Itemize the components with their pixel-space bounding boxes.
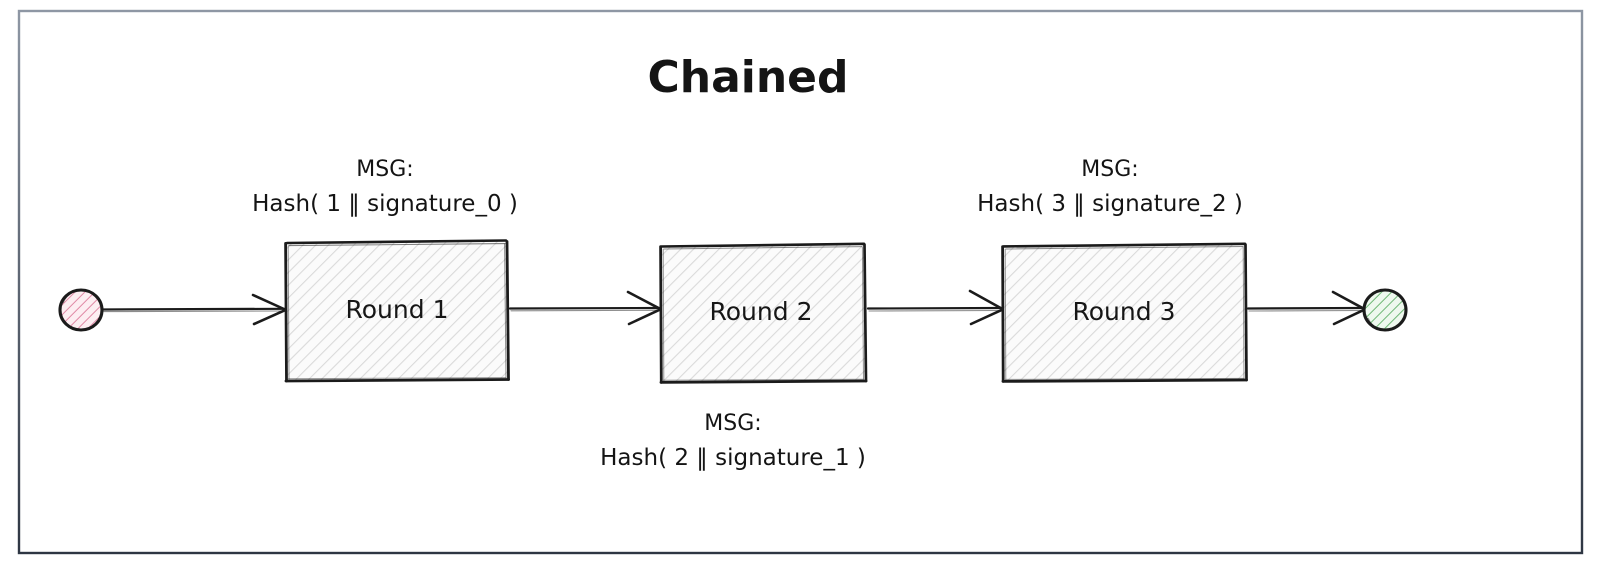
round-3-label: Round 3 xyxy=(1073,297,1176,326)
edge-round-2-to-round-3[interactable] xyxy=(866,289,1004,326)
start-node[interactable] xyxy=(58,288,104,332)
round-3-fill xyxy=(1003,244,1246,381)
start-node-fill xyxy=(60,290,102,330)
process-box-round-1[interactable]: Round 1 xyxy=(284,239,510,383)
start-node-sketch-stroke xyxy=(62,290,76,304)
edge-label-round-2: MSG: Hash( 2 ‖ signature_1 ) xyxy=(600,411,866,471)
round-2-label: Round 2 xyxy=(710,297,813,326)
edge-label-round-3: MSG: Hash( 3 ‖ signature_2 ) xyxy=(977,157,1243,217)
diagram-frame xyxy=(17,9,1584,555)
diagram-title-text: Chained xyxy=(647,52,848,103)
edge-round-1-to-round-2[interactable] xyxy=(508,290,662,326)
end-node-sketch-stroke xyxy=(1367,317,1379,330)
edge-label-round-1-line2: Hash( 1 ‖ signature_0 ) xyxy=(252,191,518,217)
process-box-round-2[interactable]: Round 2 xyxy=(659,242,868,384)
page-title: Chained xyxy=(647,52,848,103)
round-1-fill xyxy=(286,241,509,381)
round-3-border xyxy=(1001,242,1248,383)
round-1-label: Round 1 xyxy=(346,295,449,324)
edge-label-round-1-line1: MSG: xyxy=(356,157,413,182)
edge-label-round-3-line1: MSG: xyxy=(1081,157,1138,182)
round-2-border xyxy=(659,242,868,384)
edge-start-to-round-1[interactable] xyxy=(101,293,287,326)
end-node[interactable] xyxy=(1362,288,1408,332)
edge-label-round-3-line2: Hash( 3 ‖ signature_2 ) xyxy=(977,191,1243,217)
round-1-border xyxy=(284,239,510,383)
end-node-fill xyxy=(1364,290,1406,330)
round-2-fill xyxy=(661,244,866,382)
edge-label-round-2-line2: Hash( 2 ‖ signature_1 ) xyxy=(600,445,866,471)
edge-label-round-2-line1: MSG: xyxy=(704,411,761,436)
edge-label-round-1: MSG: Hash( 1 ‖ signature_0 ) xyxy=(252,157,518,217)
edge-round-3-to-end[interactable] xyxy=(1246,290,1366,326)
process-box-round-3[interactable]: Round 3 xyxy=(1001,242,1248,383)
start-node-outline xyxy=(58,288,104,332)
